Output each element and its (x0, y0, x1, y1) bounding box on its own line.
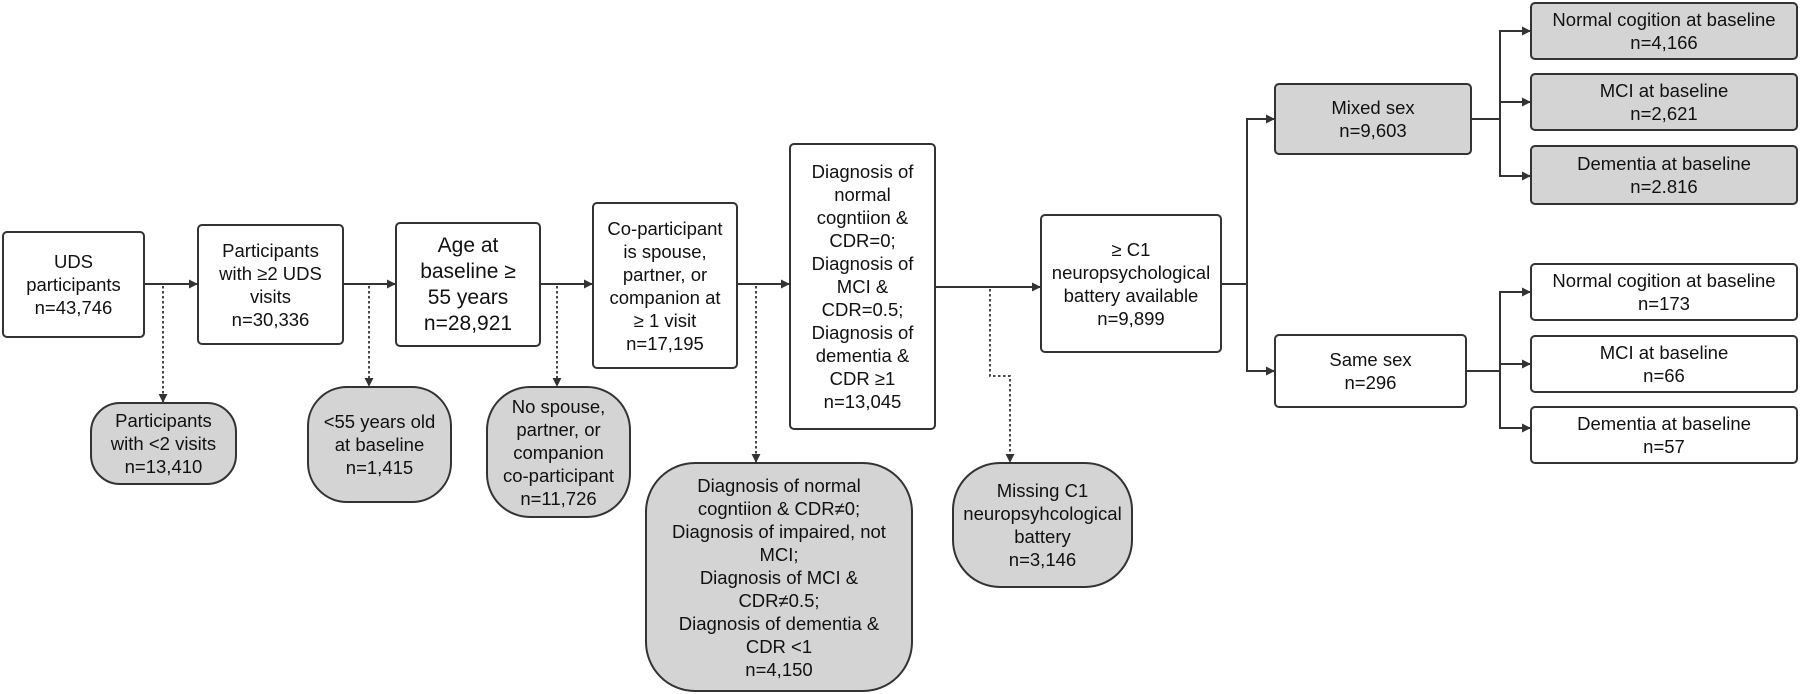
two-visits-text: Participants with ≥2 UDS visits n=30,336 (219, 239, 322, 330)
diagnosis-box: Diagnosis of normal cogntiion & CDR=0; D… (789, 143, 936, 430)
same-dementia-box: Dementia at baseline n=57 (1530, 406, 1798, 464)
mixed-mci-box: MCI at baseline n=2,621 (1530, 73, 1798, 131)
same-sex-text: Same sex n=296 (1329, 349, 1412, 393)
mixed-dementia-text: Dementia at baseline n=2.816 (1577, 153, 1751, 197)
arrow-mixed-to-dementia (1499, 119, 1531, 181)
diag-excl-text: Diagnosis of normal cogntiion & CDR≠0; D… (672, 474, 886, 680)
same-sex-box: Same sex n=296 (1274, 334, 1467, 408)
age-box: Age at baseline ≥ 55 years n=28,921 (395, 222, 541, 347)
no-spouse-oval: No spouse, partner, or companion co-part… (486, 386, 631, 518)
mixed-mci-text: MCI at baseline n=2,621 (1599, 80, 1729, 124)
arrow-c1-to-mixed (1222, 114, 1275, 285)
same-normal-text: Normal cogition at baseline n=173 (1552, 270, 1776, 314)
c1-battery-text: ≥ C1 neuropsychological battery availabl… (1051, 238, 1211, 329)
diagnosis-text: Diagnosis of normal cogntiion & CDR=0; D… (811, 161, 914, 412)
same-mci-text: MCI at baseline n=66 (1599, 342, 1729, 386)
uds-participants-text: UDS participants n=43,746 (26, 251, 121, 318)
arrow-mixed-to-normal (1472, 26, 1531, 120)
mixed-normal-text: Normal cogition at baseline n=4,166 (1552, 9, 1776, 53)
arrow-same-to-dementia (1499, 371, 1531, 433)
missing-c1-oval: Missing C1 neuropsyhcological battery n=… (952, 462, 1133, 588)
uds-participants-box: UDS participants n=43,746 (2, 231, 145, 338)
arrow-c1-to-same (1246, 284, 1275, 376)
mixed-sex-text: Mixed sex n=9,603 (1331, 97, 1415, 141)
dotted-arrow-missing-c1 (989, 289, 1015, 463)
lt55-text: <55 years old at baseline n=1,415 (323, 411, 436, 478)
arrow-same-to-normal (1467, 287, 1531, 372)
c1-battery-box: ≥ C1 neuropsychological battery availabl… (1040, 214, 1222, 353)
lt2visits-oval: Participants with <2 visits n=13,410 (90, 402, 237, 485)
age-text: Age at baseline ≥ 55 years n=28,921 (420, 233, 516, 335)
no-spouse-text: No spouse, partner, or companion co-part… (502, 395, 615, 509)
lt55-oval: <55 years old at baseline n=1,415 (307, 386, 452, 503)
missing-c1-text: Missing C1 neuropsyhcological battery n=… (963, 480, 1122, 570)
mixed-sex-box: Mixed sex n=9,603 (1274, 83, 1472, 155)
same-mci-box: MCI at baseline n=66 (1530, 335, 1798, 393)
same-normal-box: Normal cogition at baseline n=173 (1530, 263, 1798, 321)
lt2visits-text: Participants with <2 visits n=13,410 (110, 410, 217, 477)
mixed-normal-box: Normal cogition at baseline n=4,166 (1530, 2, 1798, 60)
two-visits-box: Participants with ≥2 UDS visits n=30,336 (197, 224, 344, 345)
diag-excl-oval: Diagnosis of normal cogntiion & CDR≠0; D… (645, 462, 913, 692)
same-dementia-text: Dementia at baseline n=57 (1577, 413, 1751, 457)
coparticipant-box: Co-participant is spouse, partner, or co… (592, 202, 738, 369)
mixed-dementia-box: Dementia at baseline n=2.816 (1530, 145, 1798, 205)
coparticipant-text: Co-participant is spouse, partner, or co… (607, 217, 723, 354)
